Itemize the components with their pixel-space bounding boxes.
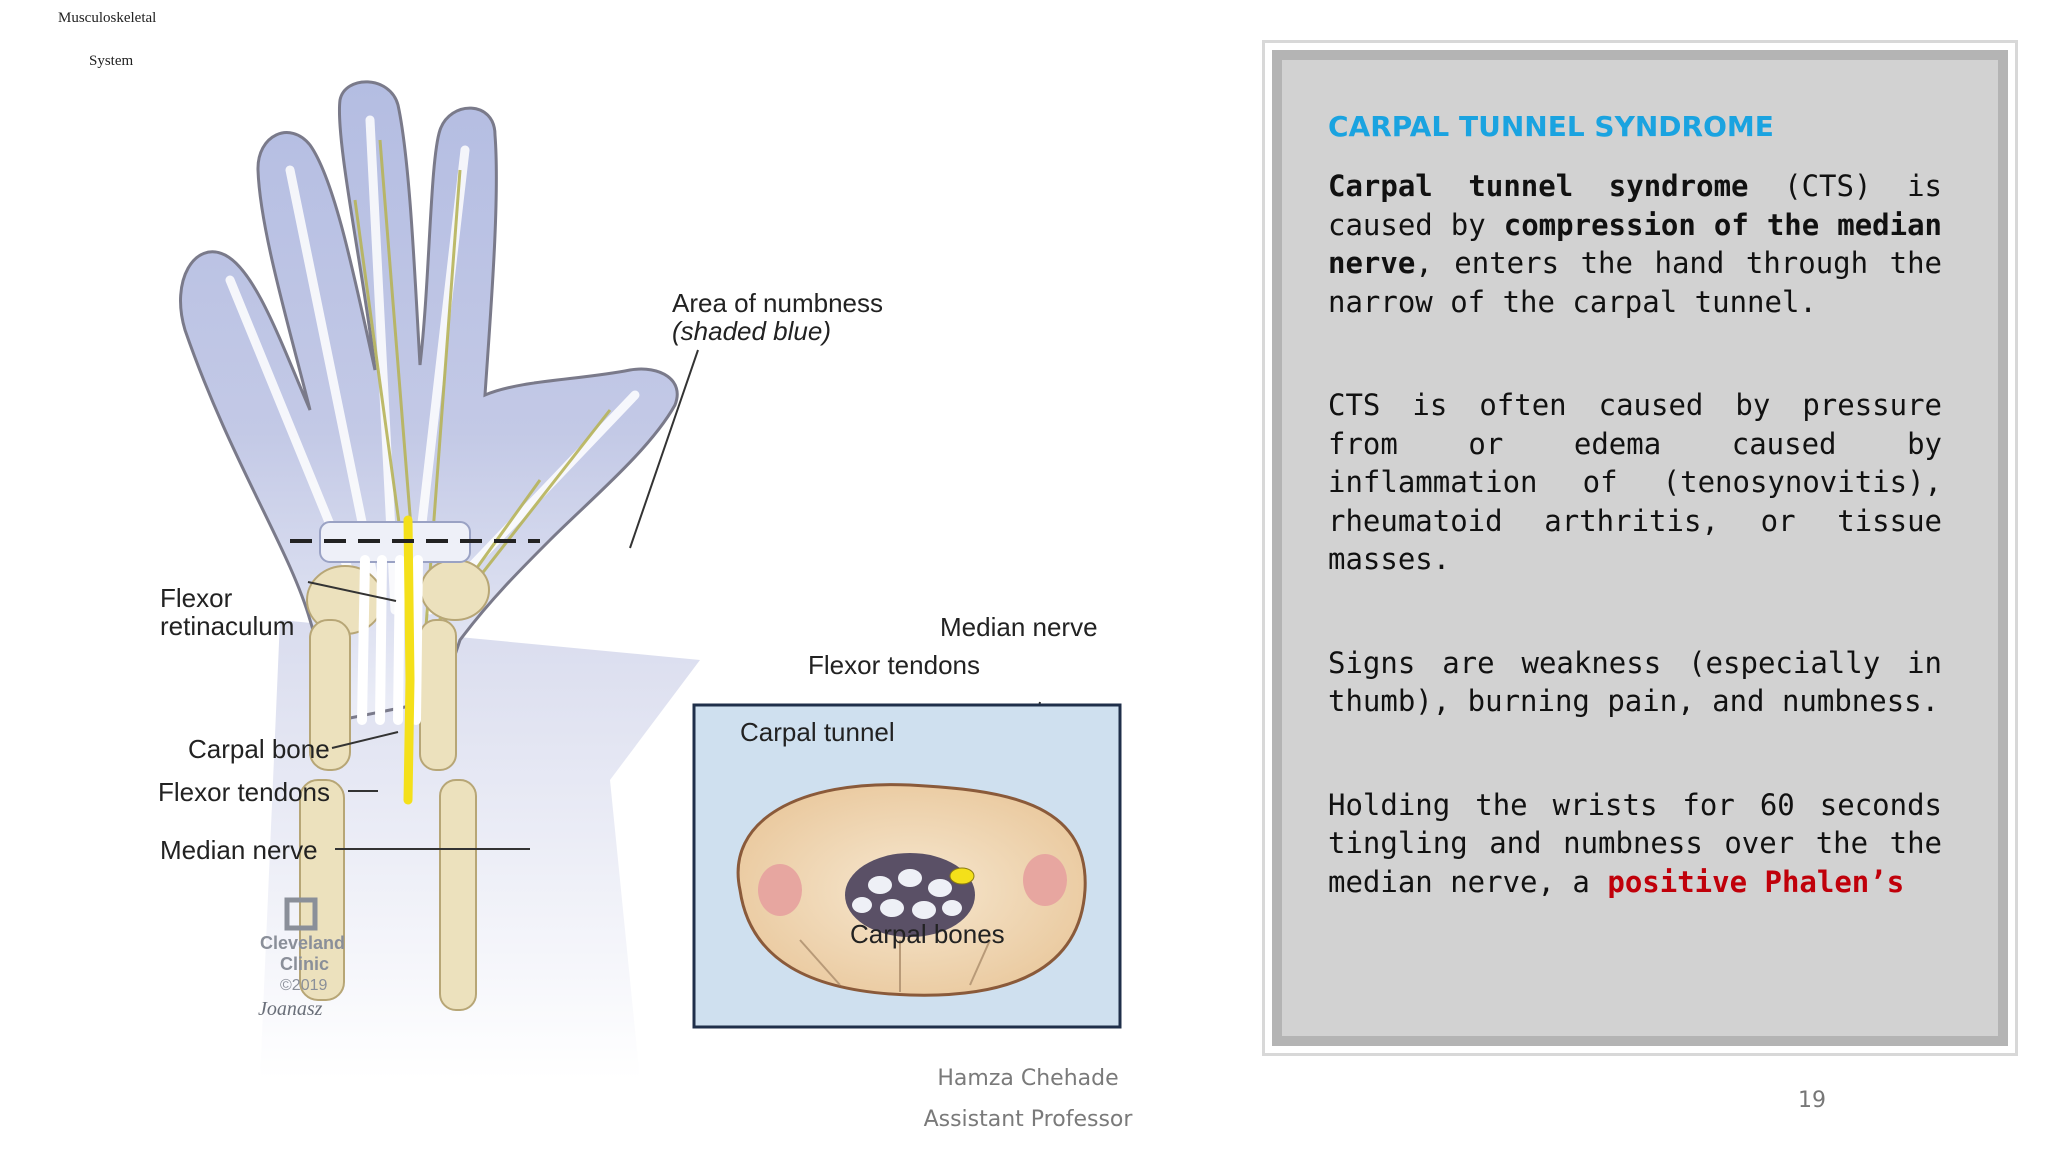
text-panel: [1272, 50, 2008, 1046]
paragraph-definition: Carpal tunnel syndrome (CTS) is caused b…: [1328, 169, 1942, 319]
label-carpal-bones: Carpal bones: [850, 919, 1005, 949]
term-cts: Carpal tunnel syndrome: [1328, 169, 1749, 203]
median-nerve-line: [403, 515, 415, 805]
footer-author-role: Assistant Professor: [923, 1107, 1133, 1132]
label-median-nerve-left: Median nerve: [160, 835, 318, 865]
svg-text:Cleveland: Cleveland: [260, 933, 345, 953]
footer-author-name: Hamza Chehade: [937, 1066, 1119, 1091]
clinic-logo: Cleveland Clinic ©2019 Joanasz: [258, 897, 345, 1020]
label-carpal-tunnel: Carpal tunnel: [740, 717, 895, 747]
header-subject-line1: Musculoskeletal: [58, 10, 157, 26]
label-flexor-tendons-left: Flexor tendons: [158, 777, 330, 807]
paragraph-signs: Signs are weakness (especially in thumb)…: [1328, 645, 1942, 719]
label-shaded-blue: (shaded blue): [672, 316, 831, 346]
slide-title: CARPAL TUNNEL SYNDROME: [1328, 110, 1774, 143]
label-carpal-bone: Carpal bone: [188, 734, 330, 764]
phalen-highlight: positive Phalen’s: [1607, 864, 1905, 899]
page-number: 19: [1798, 1088, 1826, 1113]
carpal-tunnel-illustration: Area of numbness (shaded blue) Flexor re…: [140, 80, 1260, 1080]
header-subject-line2: System: [89, 53, 134, 69]
svg-text:©2019: ©2019: [280, 977, 327, 994]
paragraph-phalen-test: Holding the wrists for 60 seconds tingli…: [1328, 787, 1942, 899]
svg-text:Joanasz: Joanasz: [258, 998, 323, 1020]
label-flexor: Flexor: [160, 583, 233, 613]
term-compression: compression of the median nerve: [1328, 207, 1942, 281]
paragraph-causes: CTS is often caused by pressure from or …: [1328, 388, 1942, 576]
panel-content: CARPAL TUNNEL SYNDROME Carpal tunnel syn…: [1328, 110, 1942, 966]
label-retinaculum: retinaculum: [160, 611, 294, 641]
svg-text:Clinic: Clinic: [280, 954, 329, 974]
label-median-nerve-right: Median nerve: [940, 612, 1098, 642]
label-flexor-tendons-right: Flexor tendons: [808, 650, 980, 680]
label-area-numbness: Area of numbness: [672, 288, 883, 318]
